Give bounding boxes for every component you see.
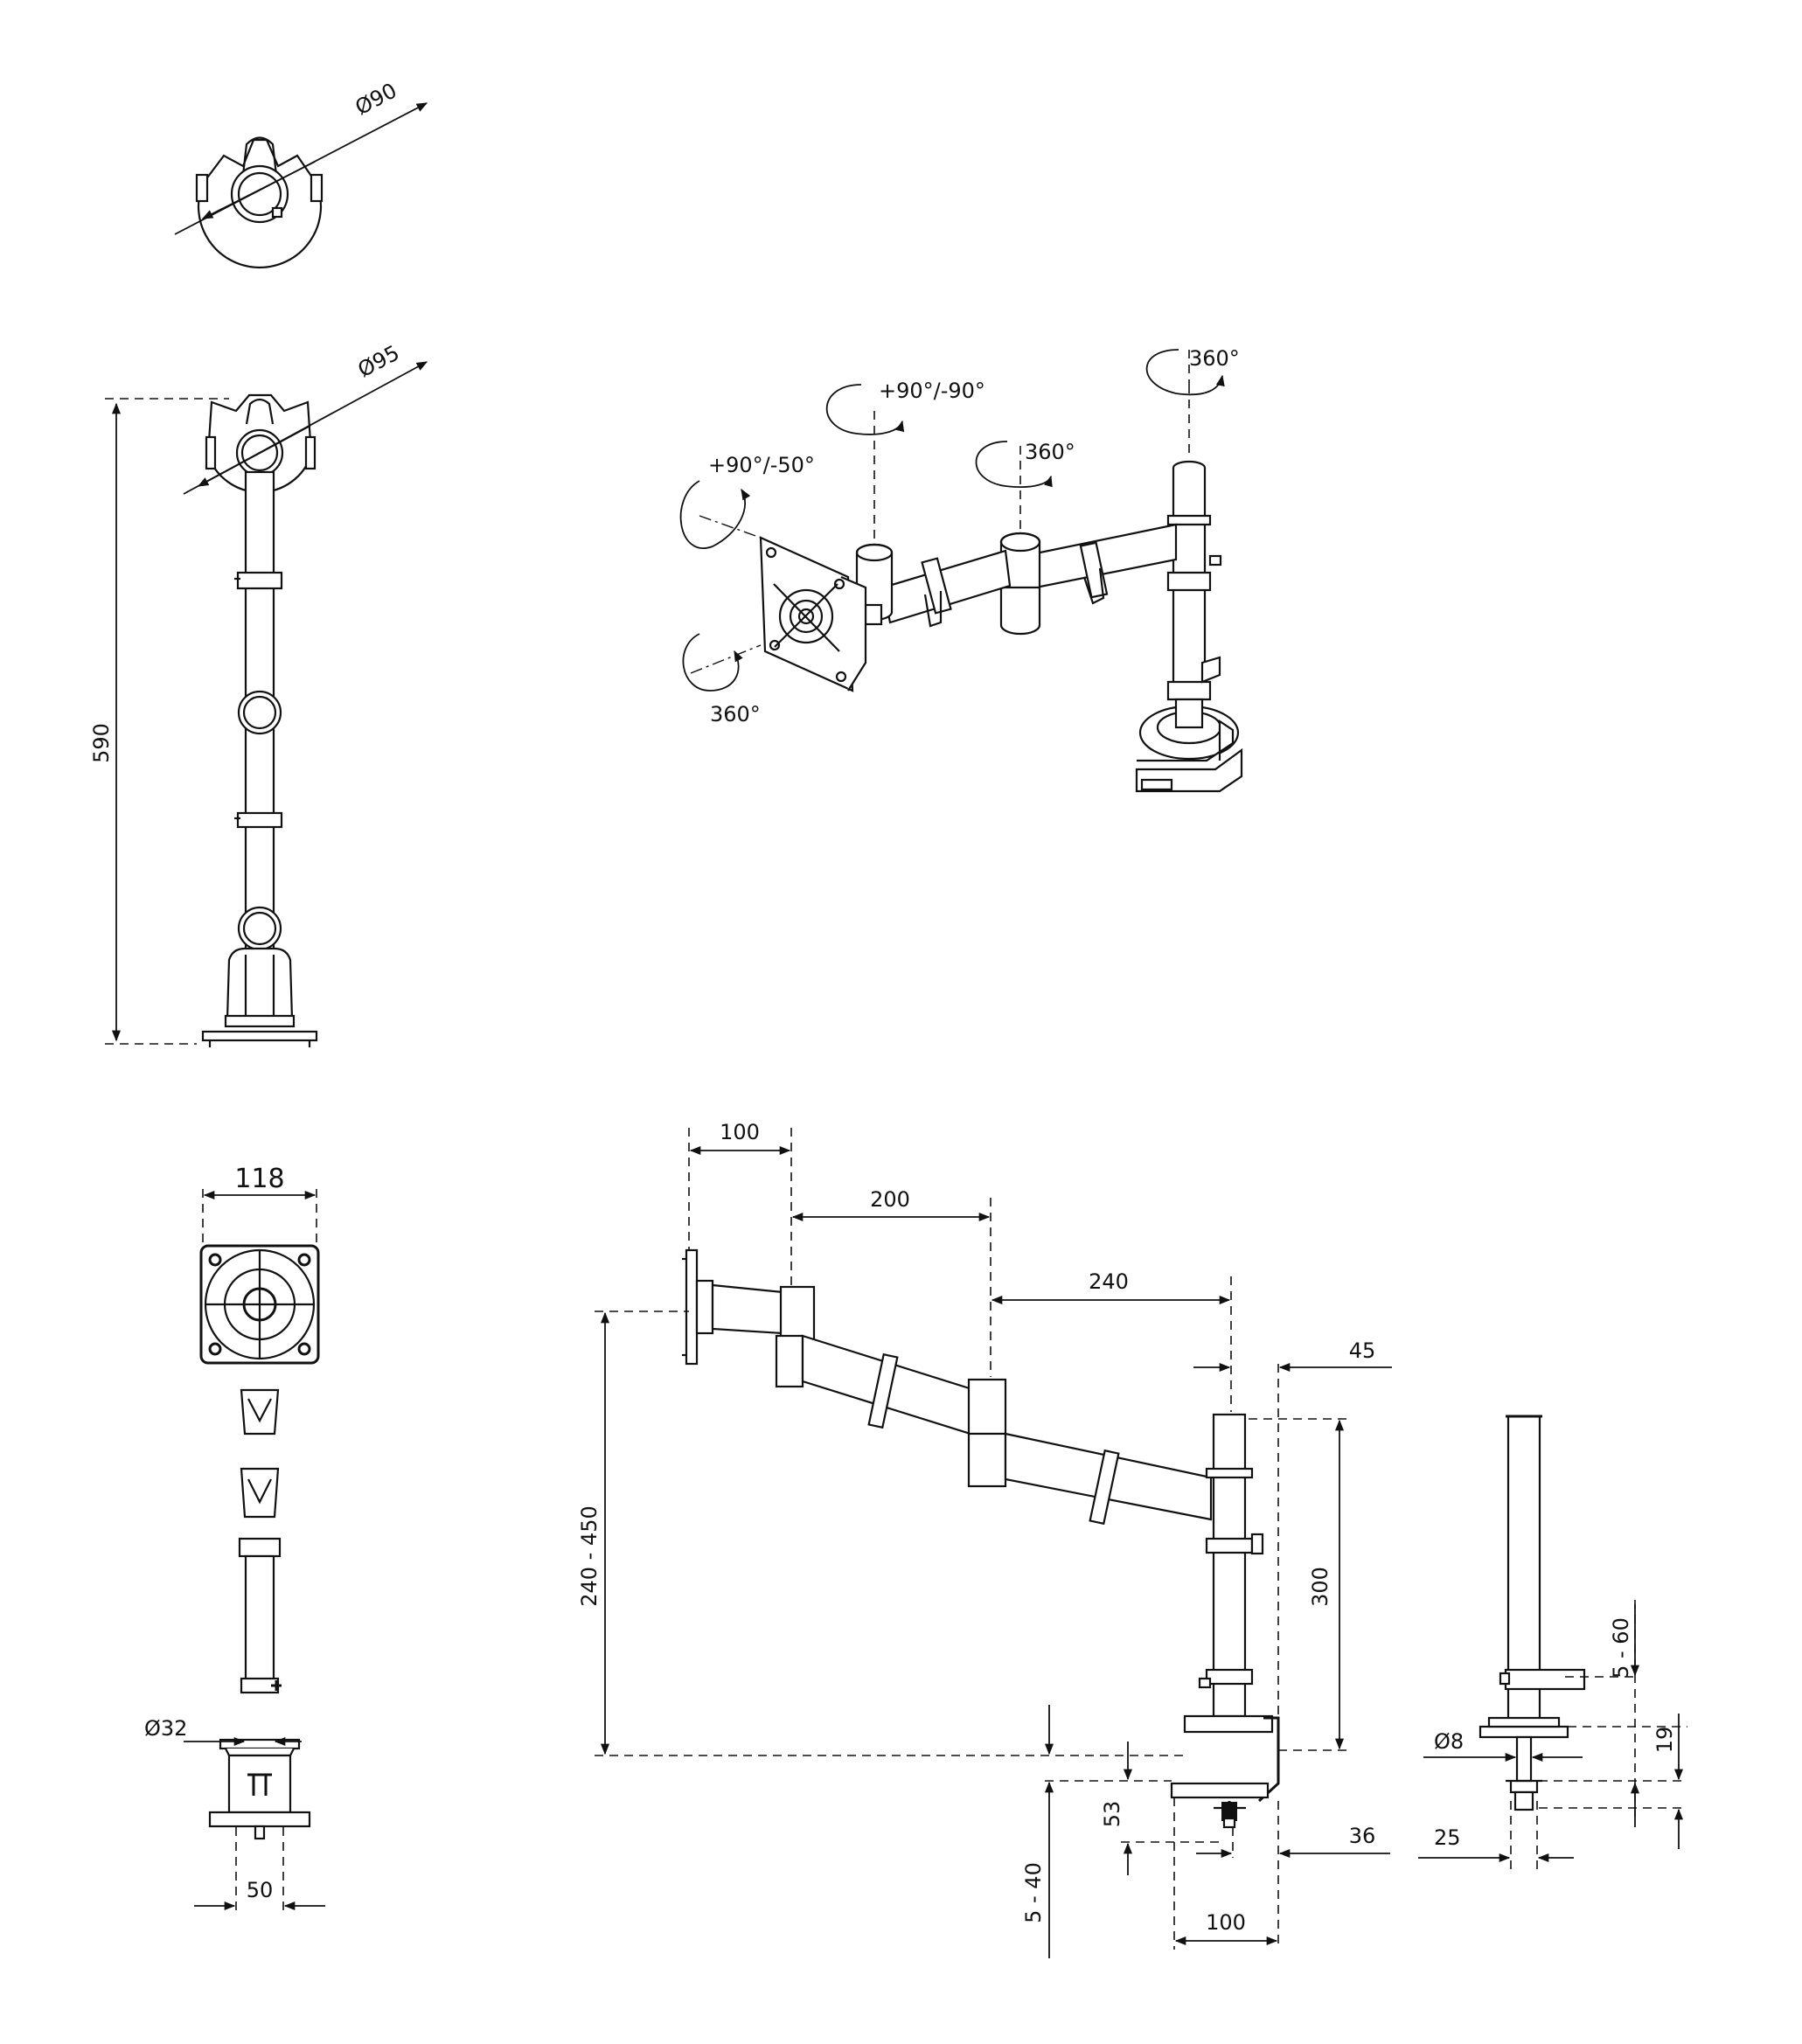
- arm-arm2-label: 240: [1089, 1269, 1129, 1294]
- front-view-pole-diameter-label: Ø32: [144, 1716, 187, 1741]
- side-view: Ø95 590: [89, 340, 428, 1047]
- front-view: 118 Ø32 50: [144, 1164, 325, 1915]
- grommet-bolt-label: Ø8: [1434, 1729, 1464, 1754]
- grommet-view: 5 - 60 19 Ø8 25: [1418, 1415, 1687, 1871]
- rotation-top-pole-label: 360°: [1189, 346, 1240, 371]
- arm-plate-label: 100: [720, 1120, 760, 1144]
- rotation-head-rotate-label: 360°: [710, 702, 761, 727]
- side-view-diameter-label: Ø95: [354, 340, 404, 382]
- arm-clamp-label: 53: [1100, 1801, 1124, 1828]
- arm-offset-label: 45: [1349, 1338, 1376, 1363]
- arm-clamp-width-label: 100: [1206, 1910, 1246, 1935]
- top-view-diameter-label: Ø90: [351, 78, 401, 120]
- isometric-view: 360° 360° +90°/-90° +90°/-50° 360°: [679, 346, 1243, 793]
- rotation-head-tilt-label: +90°/-50°: [708, 453, 815, 477]
- grommet-thickness-label: 19: [1652, 1727, 1677, 1754]
- front-view-base-label: 50: [247, 1878, 274, 1902]
- rotation-head-pan-label: +90°/-90°: [879, 379, 985, 403]
- side-view-height-label: 590: [89, 723, 114, 763]
- top-view: Ø90: [174, 78, 428, 269]
- arm-arm1-label: 200: [870, 1187, 910, 1212]
- arm-height-range-label: 240 - 450: [577, 1505, 602, 1607]
- arm-view: 100 200 240 45 240 - 450 300 53 5 - 40: [577, 1120, 1392, 1958]
- grommet-range-label: 5 - 60: [1609, 1617, 1633, 1679]
- front-view-width-label: 118: [234, 1164, 284, 1194]
- grommet-width-label: 25: [1434, 1825, 1461, 1850]
- arm-clamp-depth-label: 36: [1349, 1824, 1376, 1848]
- arm-pole-label: 300: [1308, 1567, 1332, 1607]
- arm-desk-range-label: 5 - 40: [1021, 1862, 1046, 1923]
- rotation-mid-joint-label: 360°: [1025, 440, 1075, 464]
